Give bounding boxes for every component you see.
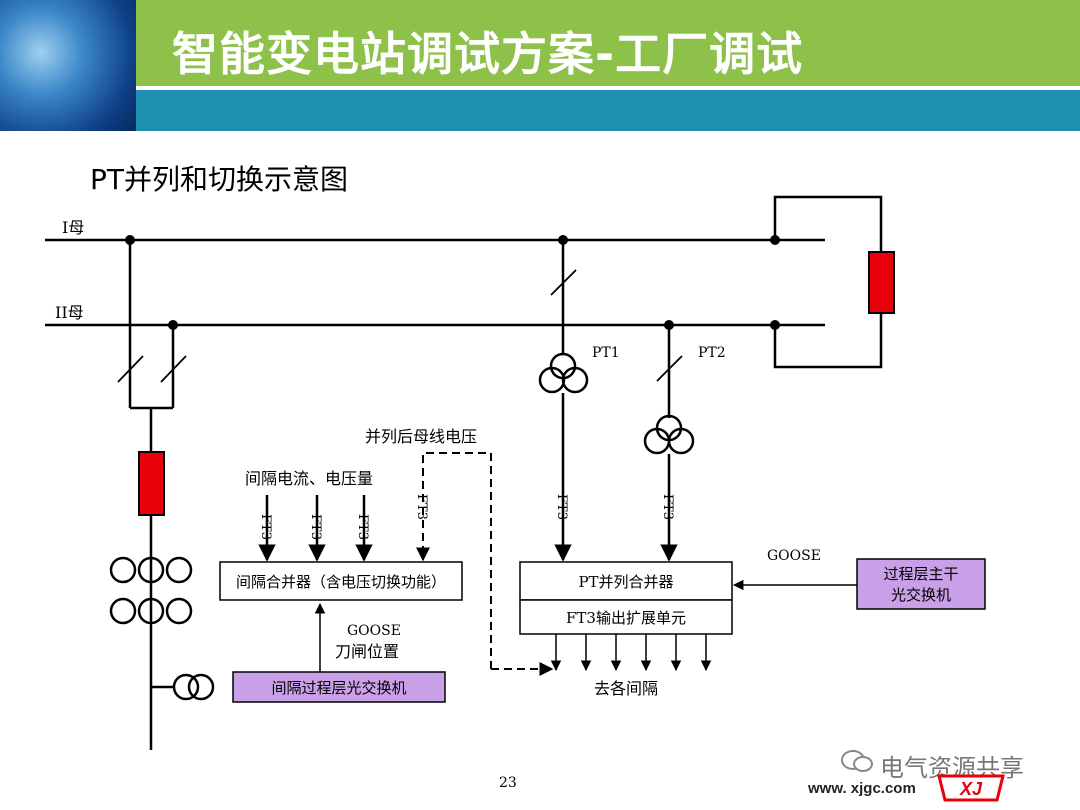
pt1-ft3-label: FT3 [554, 494, 569, 520]
goose-label: GOOSE [347, 623, 401, 639]
pt1-label: PT1 [592, 345, 620, 361]
pt1-slash [550, 269, 577, 296]
bus-coupler-loop [773, 195, 883, 252]
bay-switch-box [232, 671, 446, 703]
bay-breaker-fuse [138, 451, 165, 516]
bay-input-arrows [258, 495, 373, 562]
slide-title: 智能变电站调试方案-工厂调试 [172, 27, 804, 81]
main-switch-box [856, 558, 986, 610]
slide-subtitle: PT并列和切换示意图 [90, 163, 348, 196]
bay-switch-label: 间隔过程层光交换机 [271, 679, 406, 697]
parallel-voltage-label: 并列后母线电压 [365, 427, 477, 446]
bay-current-voltage-label: 间隔电流、电压量 [245, 469, 373, 488]
ft3-dashed-label: FT3 [414, 494, 429, 520]
bay-ft3-label-2: FT3 [308, 514, 323, 540]
bay-vt-icon [172, 673, 215, 701]
bus-coupler-loop [773, 313, 883, 369]
bus-1-label: I母 [62, 218, 84, 237]
bus-2-label: II母 [55, 303, 84, 322]
bay-ft3-label-3: FT3 [355, 514, 370, 540]
header-power-photo [0, 0, 136, 131]
ct-group [109, 556, 193, 625]
to-bays-label: 去各间隔 [594, 679, 658, 698]
disconnector-slash [117, 355, 144, 383]
page-number: 23 [499, 775, 517, 791]
wechat-icon [841, 750, 873, 772]
company-logo: XJ [937, 774, 1005, 802]
pt2-label: PT2 [698, 345, 726, 361]
ft3-expansion-box [519, 599, 733, 635]
pt-merger-label: PT并列合并器 [578, 573, 673, 591]
pt1-transformer-icon [538, 352, 589, 394]
main-switch-label-line1: 过程层主干 [883, 565, 958, 583]
pt2-slash [656, 355, 683, 382]
header-teal-bar [136, 90, 1080, 131]
main-switch-label-line2: 光交换机 [891, 586, 951, 604]
website-url: www. xjgc.com [808, 780, 916, 797]
bay-merger-box [219, 561, 463, 601]
coupler-fuse [868, 251, 895, 314]
goose-right-label: GOOSE [767, 548, 821, 564]
bay-merger-label: 间隔合并器（含电压切换功能） [236, 573, 446, 591]
bay-ft3-label-1: FT3 [258, 514, 273, 540]
svg-text:XJ: XJ [959, 779, 983, 799]
disconnector-slash [160, 355, 187, 383]
pt2-transformer-icon [643, 414, 695, 455]
bay-output-arrows [550, 634, 712, 672]
pt2-ft3-label: FT3 [660, 494, 675, 520]
switch-position-label: 刀闸位置 [335, 642, 399, 661]
header-banner: 智能变电站调试方案-工厂调试 [0, 0, 1080, 131]
header-green-bar [136, 0, 1080, 86]
parallel-voltage-dashed-line [416, 452, 492, 669]
ft3-expansion-label: FT3输出扩展单元 [566, 609, 686, 627]
